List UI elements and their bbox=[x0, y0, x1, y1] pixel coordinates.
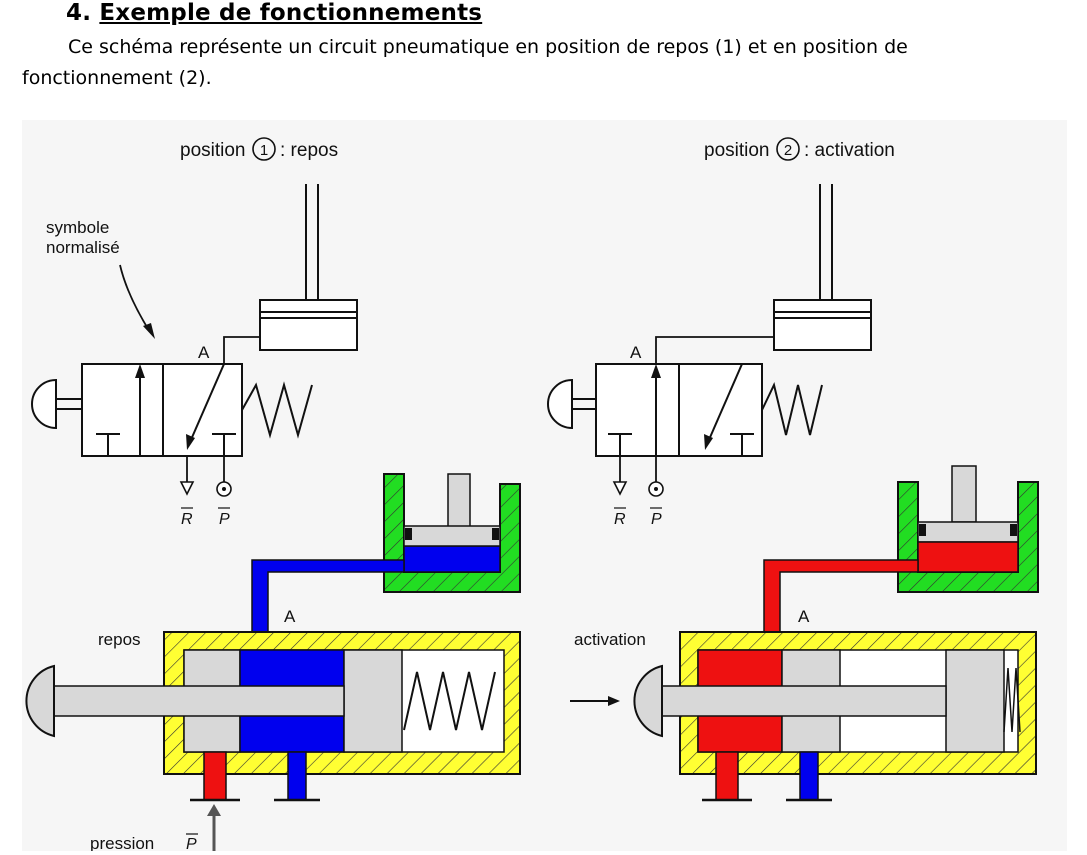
left-line-to-a bbox=[223, 336, 260, 364]
right-heading-suffix: : activation bbox=[804, 140, 895, 161]
right-port-p-label: P bbox=[651, 511, 662, 528]
left-port-r-label: R bbox=[181, 511, 193, 528]
left-heading-number-circle bbox=[252, 137, 276, 161]
left-port-a-label: A bbox=[198, 343, 210, 362]
pneumatic-figure: position 1 : repos symbole normalisé A bbox=[22, 120, 1067, 855]
right-r-exhaust-icon bbox=[612, 481, 628, 496]
pneumatic-diagram: position 1 : repos symbole normalisé A bbox=[22, 120, 1067, 853]
right-cut-port-a-label: A bbox=[798, 607, 810, 626]
right-heading-number-circle bbox=[776, 137, 800, 161]
activation-arrow-head bbox=[608, 696, 620, 706]
left-cylinder-cutaway bbox=[383, 473, 521, 593]
left-cut-port-a-label: A bbox=[284, 607, 296, 626]
right-heading-number: 2 bbox=[784, 142, 792, 159]
right-state-label: activation bbox=[574, 630, 646, 649]
right-port-a-label: A bbox=[630, 343, 642, 362]
left-heading-prefix: position bbox=[180, 140, 246, 161]
right-valve-cutaway bbox=[633, 631, 1037, 802]
section-heading: 4. Exemple de fonctionnements bbox=[66, 0, 482, 26]
left-panel: position 1 : repos symbole normalisé A bbox=[25, 137, 521, 853]
left-heading-suffix: : repos bbox=[280, 140, 338, 161]
right-line-to-a bbox=[655, 336, 774, 364]
left-state-label: repos bbox=[98, 630, 141, 649]
pressure-label: pression bbox=[90, 834, 154, 851]
left-valve-cutaway bbox=[25, 631, 521, 802]
pressure-port-label: P bbox=[186, 836, 197, 851]
section-paragraph: Ce schéma représente un circuit pneumati… bbox=[22, 36, 908, 89]
symbol-label-line2: normalisé bbox=[46, 238, 120, 257]
symbol-label-line1: symbole bbox=[46, 218, 109, 237]
left-heading-number: 1 bbox=[260, 142, 268, 159]
left-port-p-label: P bbox=[219, 511, 230, 528]
right-valve-symbol bbox=[547, 363, 823, 457]
left-cylinder-symbol bbox=[259, 184, 358, 351]
left-valve-symbol bbox=[31, 363, 313, 457]
pressure-arrow-head bbox=[207, 804, 221, 816]
section-number: 4. bbox=[66, 0, 92, 26]
left-r-exhaust-icon bbox=[179, 481, 195, 496]
right-heading-prefix: position bbox=[704, 140, 770, 161]
right-panel: position 2 : activation A bbox=[547, 137, 1039, 802]
section-title: Exemple de fonctionnements bbox=[99, 0, 483, 26]
right-port-r-label: R bbox=[614, 511, 626, 528]
right-cylinder-cutaway bbox=[897, 465, 1039, 593]
symbol-pointer-arrowhead bbox=[143, 323, 155, 339]
right-cylinder-symbol bbox=[773, 184, 872, 351]
